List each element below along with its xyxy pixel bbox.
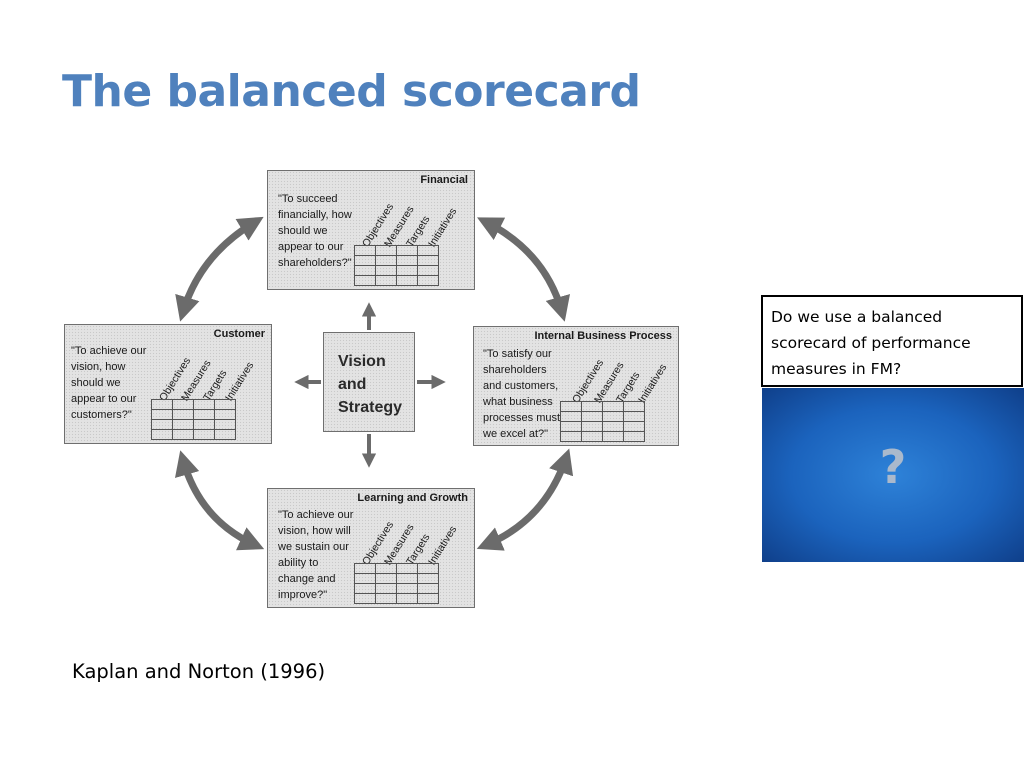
question-image: ? [762,388,1024,562]
scorecard-grid [151,399,236,440]
question-mark-icon: ? [879,440,907,494]
panel-internal-business-process-title: Internal Business Process [534,330,672,342]
arrow-customer-learning [175,450,265,551]
column-label-initiatives: Initiatives [223,359,257,404]
callout-question-box: Do we use a balanced scorecard of perfor… [761,295,1023,387]
panel-customer-question: "To achieve our vision, how should we ap… [71,345,147,421]
scorecard-grid [354,245,439,286]
panel-learning-and-growth-title: Learning and Growth [357,492,468,504]
panel-learning-and-growth: Learning and Growth "To achieve our visi… [267,488,475,608]
panel-financial-question: "To succeed financially, how should we a… [278,193,352,269]
column-label-initiatives: Initiatives [636,361,670,406]
arrow-financial-process [477,217,570,322]
panel-financial: Financial "To succeed financially, how s… [267,170,475,290]
panel-internal-business-process: Internal Business Process "To satisfy ou… [473,326,679,446]
arrow-financial-customer [175,216,264,322]
panel-internal-business-process-question: "To satisfy our shareholders and custome… [483,348,561,440]
vision-and-strategy-box: Vision and Strategy [323,332,415,432]
arrow-process-learning [476,448,574,551]
panel-learning-and-growth-question: "To achieve our vision, how will we sust… [278,509,354,601]
scorecard-grid [560,401,645,442]
column-label-initiatives: Initiatives [426,205,460,250]
panel-customer: Customer "To achieve our vision, how sho… [64,324,272,444]
slide-title: The balanced scorecard [62,66,641,117]
panel-customer-title: Customer [213,328,265,340]
column-label-initiatives: Initiatives [426,523,460,568]
scorecard-grid [354,563,439,604]
panel-financial-title: Financial [420,174,468,186]
citation: Kaplan and Norton (1996) [72,660,326,683]
